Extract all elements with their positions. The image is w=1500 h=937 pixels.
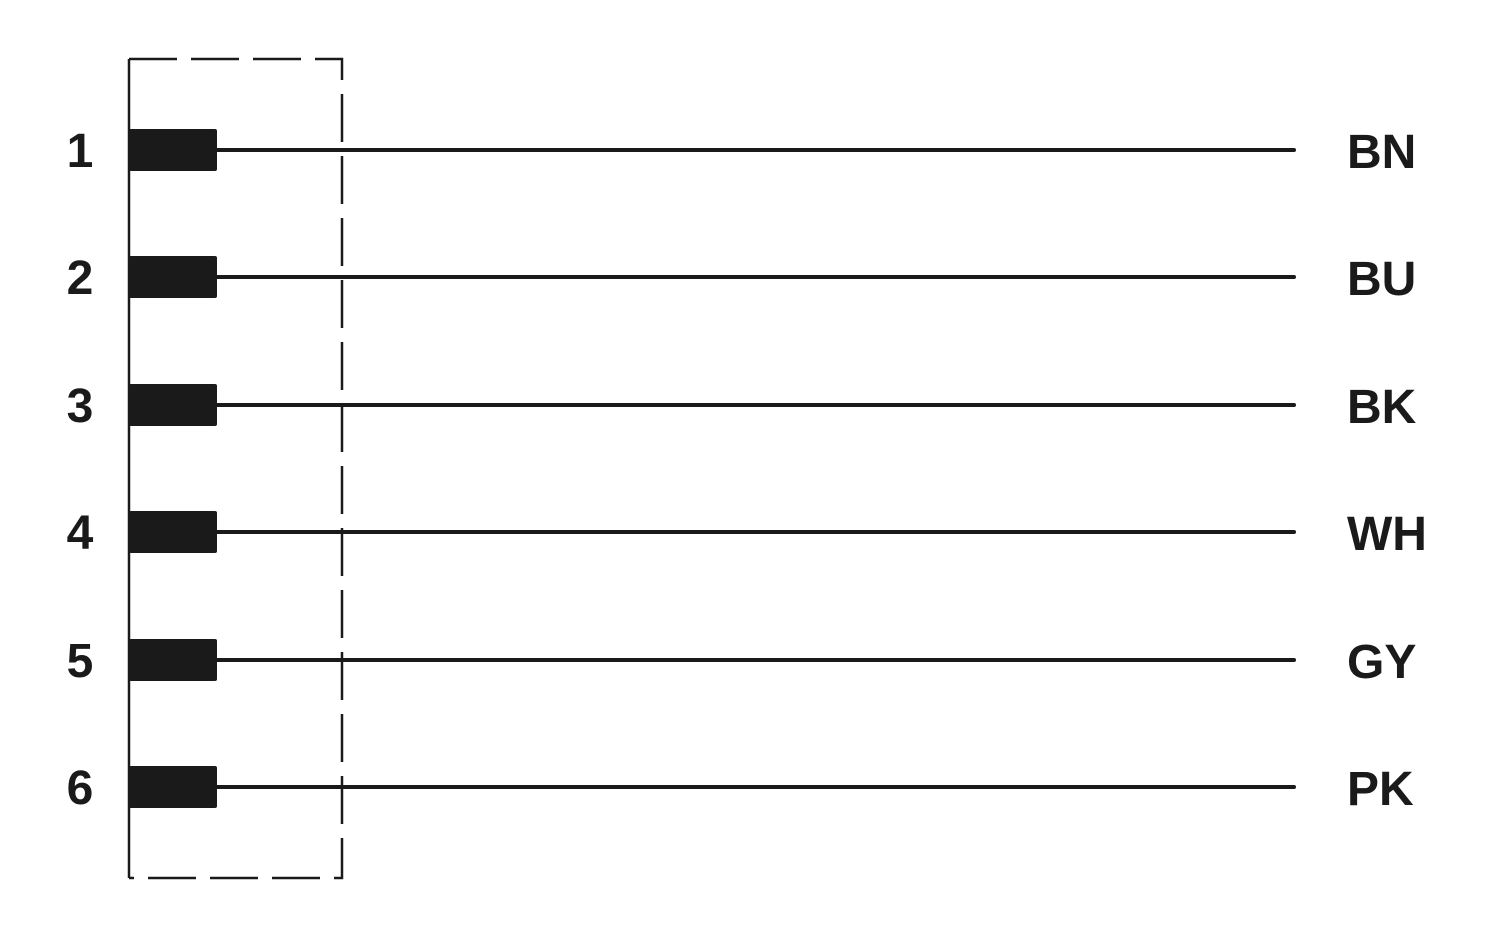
pin-number: 4: [67, 507, 94, 560]
contact-block: [129, 129, 217, 171]
pin-number: 1: [67, 125, 94, 178]
pin-number: 5: [67, 635, 94, 688]
contact-block: [129, 511, 217, 553]
pin-row-3: 3 BK: [67, 380, 1417, 434]
connector-housing: [127, 57, 344, 880]
pin-row-2: 2 BU: [67, 252, 1417, 306]
pin-row-1: 1 BN: [67, 125, 1417, 179]
pin-row-4: 4 WH: [67, 507, 1427, 561]
wire-color-code: BN: [1347, 126, 1416, 179]
wire-color-code: GY: [1347, 636, 1416, 689]
pin-number: 3: [67, 380, 94, 433]
contact-block: [129, 766, 217, 808]
pin-row-6: 6 PK: [67, 762, 1414, 816]
housing-dashed-outline: [129, 57, 344, 880]
pin-number: 6: [67, 762, 94, 815]
wire-color-code: PK: [1347, 763, 1414, 816]
pin-number: 2: [67, 252, 94, 305]
pins-layer: 1 BN 2 BU 3 BK 4 WH 5 GY 6 PK: [67, 125, 1427, 816]
wire-color-code: BU: [1347, 253, 1416, 306]
wire-color-code: WH: [1347, 508, 1427, 561]
contact-block: [129, 384, 217, 426]
wire-color-code: BK: [1347, 381, 1417, 434]
contact-block: [129, 639, 217, 681]
contact-block: [129, 256, 217, 298]
pin-row-5: 5 GY: [67, 635, 1417, 689]
